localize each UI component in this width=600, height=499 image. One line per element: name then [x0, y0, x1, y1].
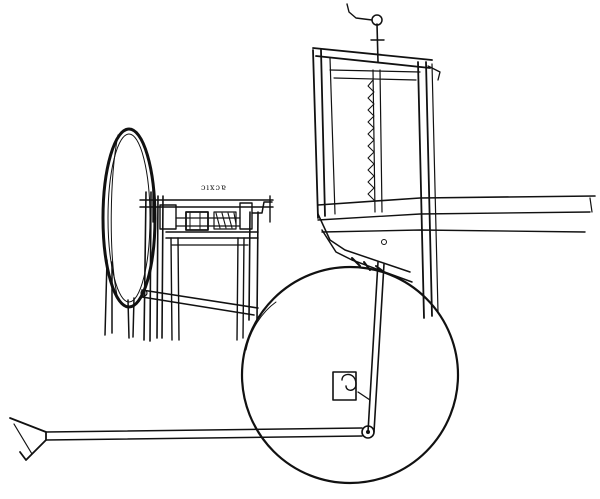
bench-board [317, 195, 596, 283]
saw-blade [367, 69, 383, 213]
treadle [9, 417, 375, 461]
left-flywheel [101, 127, 157, 309]
connecting-rod [140, 289, 259, 316]
spindle [175, 201, 273, 231]
large-flywheel [240, 265, 460, 485]
saw-frame [312, 47, 441, 319]
lathe-frame [104, 189, 274, 342]
pitman-rod [332, 261, 385, 433]
tension-screw [346, 3, 385, 63]
sketch-caption: ɔıxɔɐ [201, 183, 227, 192]
